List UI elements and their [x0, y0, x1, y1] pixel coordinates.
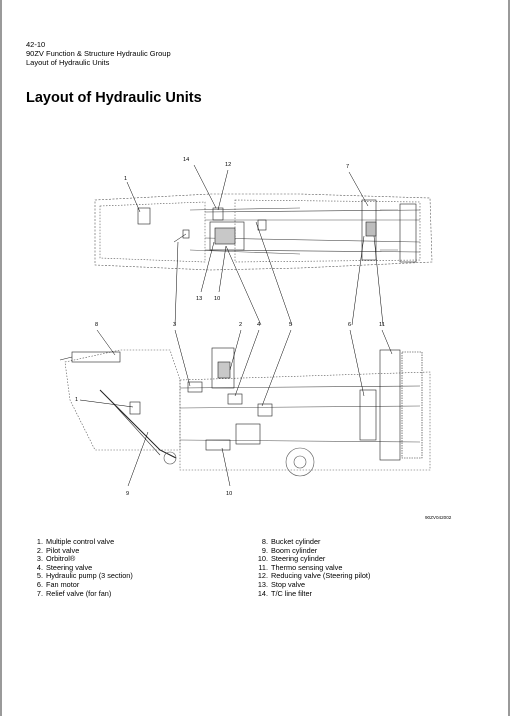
callout-10-top: 10 [214, 296, 220, 302]
callout-9: 9 [126, 491, 129, 497]
legend-item: 14.T/C line filter [257, 588, 312, 598]
legend-item: 9.Boom cylinder [261, 545, 318, 555]
legend-item: 6.Fan motor [36, 579, 80, 589]
callout-10-side: 10 [226, 491, 232, 497]
callout-2: 2 [239, 322, 242, 328]
callout-8: 8 [95, 322, 98, 328]
legend-item: 4.Steering valve [36, 562, 93, 572]
page-edge-left [0, 0, 2, 716]
legend-item: 7.Relief valve (for fan) [36, 588, 112, 598]
manual-title: 90ZV Function & Structure Hydraulic Grou… [26, 49, 171, 59]
callout-14: 14 [183, 157, 189, 163]
section-name: Layout of Hydraulic Units [26, 58, 110, 68]
legend-item: 2.Pilot valve [36, 545, 80, 555]
legend-item: 11.Thermo sensing valve [258, 562, 343, 572]
page-header: 42-10 90ZV Function & Structure Hydrauli… [26, 40, 171, 68]
legend-left: 1.Multiple control valve 2.Pilot valve 3… [30, 537, 133, 598]
page-number: 42-10 [26, 40, 46, 49]
callout-labels: 14 12 7 1 13 10 8 3 2 4 5 6 11 1 9 10 [75, 157, 385, 497]
callout-13: 13 [196, 296, 202, 302]
hydraulic-layout-drawing: 14 12 7 1 13 10 8 3 2 4 5 6 11 1 9 10 [59, 157, 433, 497]
callout-6: 6 [348, 322, 351, 328]
legend-item: 12.Reducing valve (Steering pilot) [257, 571, 371, 581]
callout-1-side: 1 [75, 397, 78, 403]
legend-item: 13.Stop valve [257, 579, 306, 589]
legend-item: 8.Bucket cylinder [261, 537, 321, 546]
page-title: Layout of Hydraulic Units [26, 90, 202, 106]
callout-3: 3 [173, 322, 176, 328]
legend-item: 10.Steering cylinder [257, 554, 326, 564]
callout-11: 11 [379, 322, 385, 328]
legend-item: 3.Orbitrol® [36, 554, 76, 564]
side-view [59, 347, 431, 477]
top-view [94, 193, 433, 271]
legend-item: 1.Multiple control valve [36, 537, 115, 546]
callout-12: 12 [225, 162, 231, 168]
callout-1-top: 1 [124, 176, 127, 182]
callout-5: 5 [289, 322, 292, 328]
figure-code: 90ZV042002 [425, 515, 452, 520]
callout-4: 4 [257, 322, 260, 328]
leader-lines [79, 164, 393, 487]
legend-item: 5.Hydraulic pump (3 section) [36, 571, 133, 581]
page-edge-right [508, 0, 510, 716]
legend-right: 8.Bucket cylinder 9.Boom cylinder 10.Ste… [255, 537, 371, 598]
callout-7: 7 [346, 164, 349, 170]
